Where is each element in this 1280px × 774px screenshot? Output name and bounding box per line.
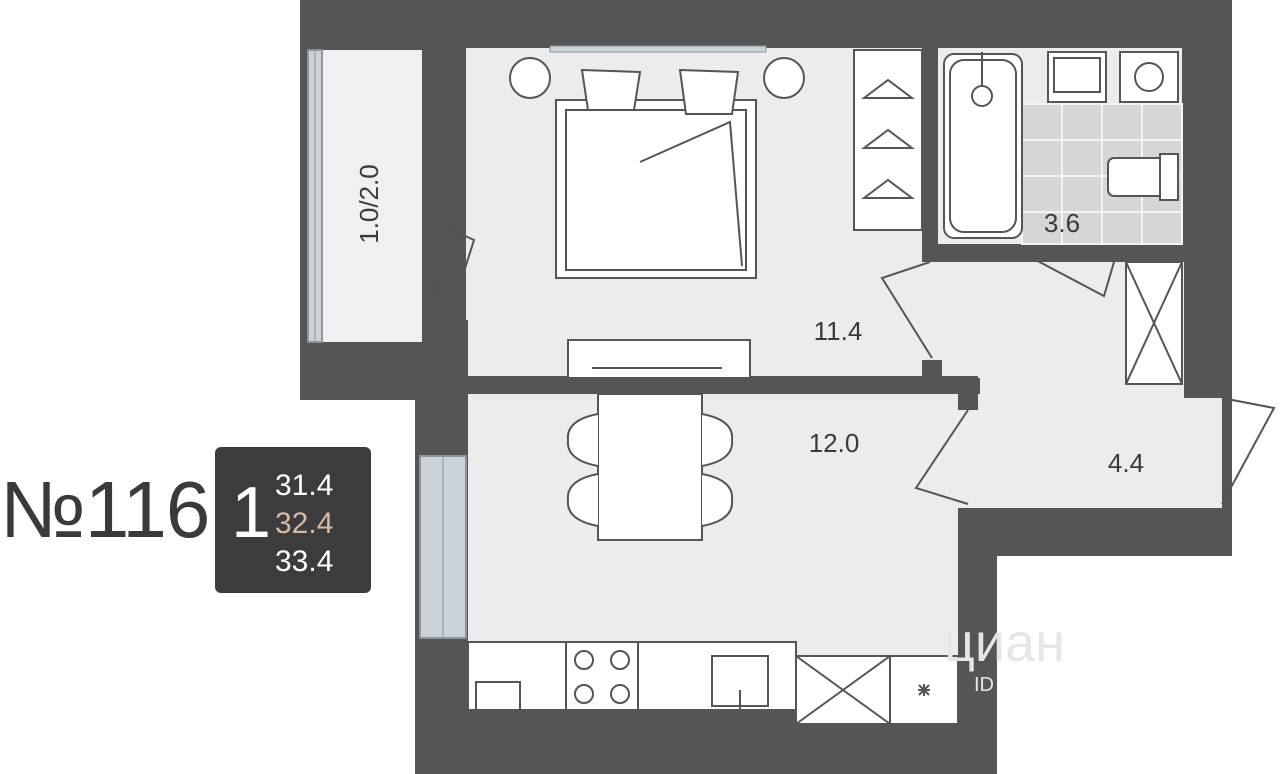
sink-bathroom bbox=[1047, 51, 1107, 103]
bed bbox=[509, 57, 805, 279]
apartment-number: №116 bbox=[0, 465, 210, 554]
kitchen-counter bbox=[467, 641, 959, 725]
toilet bbox=[1107, 153, 1179, 201]
area-total: 32.4 bbox=[275, 507, 334, 540]
area-living: 31.4 bbox=[275, 469, 334, 502]
inner-walls bbox=[422, 48, 1232, 524]
balcony-floor bbox=[318, 50, 422, 342]
washing-machine bbox=[1119, 51, 1179, 103]
watermark-brand: циан bbox=[944, 613, 1065, 673]
watermark-sub: ID bbox=[974, 674, 994, 696]
windows bbox=[307, 45, 767, 639]
tv-cabinet bbox=[567, 339, 751, 379]
watermark: циан ID bbox=[944, 612, 1065, 696]
bathroom-area-label: 3.6 bbox=[1044, 208, 1080, 238]
bedroom-area-label: 11.4 bbox=[814, 316, 863, 346]
wardrobe bbox=[853, 49, 923, 231]
hall-area-label: 4.4 bbox=[1108, 448, 1144, 478]
hall-closet bbox=[1125, 261, 1183, 385]
rooms-count: 1 bbox=[231, 473, 272, 553]
area-card: 1 31.4 32.4 33.4 bbox=[215, 447, 371, 593]
area-list: 31.4 32.4 33.4 bbox=[275, 467, 333, 581]
dining-table bbox=[566, 393, 734, 541]
area-full: 33.4 bbox=[275, 545, 334, 578]
balcony-area-label: 1.0/2.0 bbox=[354, 164, 384, 244]
bathtub bbox=[943, 52, 1023, 239]
kitchen-area-label: 12.0 bbox=[809, 428, 860, 458]
doors bbox=[427, 185, 1276, 505]
